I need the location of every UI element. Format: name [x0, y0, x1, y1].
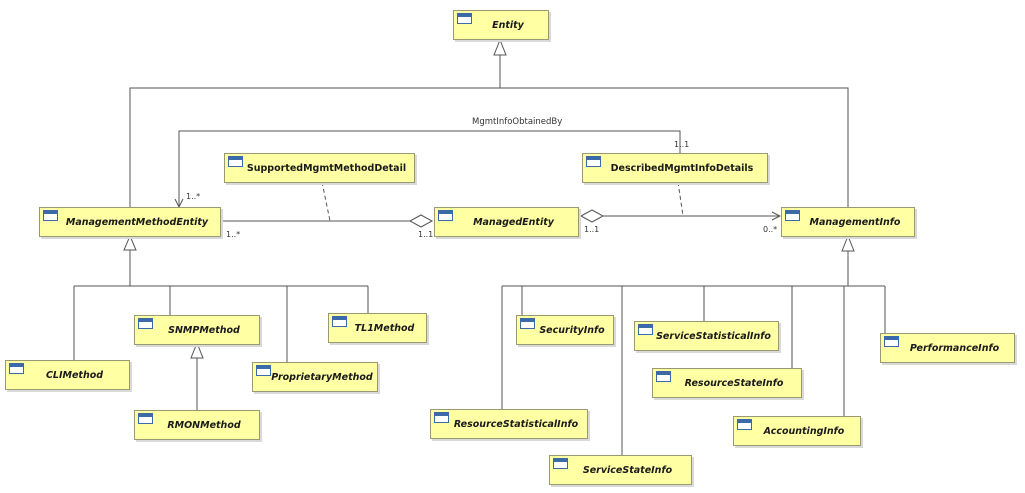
multiplicity-info-end: 0..*: [763, 225, 778, 234]
supported-mgmt-method-detail-link: [321, 181, 331, 222]
class-entity[interactable]: Entity: [453, 10, 549, 40]
class-name: CLIMethod: [45, 369, 104, 381]
class-icon: [43, 210, 58, 221]
class-security-info[interactable]: SecurityInfo: [516, 315, 614, 345]
generalization-arrowhead-info: [841, 234, 855, 252]
class-name: ServiceStateInfo: [582, 464, 673, 476]
class-managed-entity[interactable]: ManagedEntity: [434, 207, 579, 237]
class-icon: [737, 419, 752, 430]
multiplicity-managed-left: 1..1: [418, 230, 434, 239]
class-performance-info[interactable]: PerformanceInfo: [880, 333, 1015, 363]
class-rmon-method[interactable]: RMONMethod: [134, 410, 260, 440]
class-name: PerformanceInfo: [909, 342, 1000, 354]
class-proprietary-method[interactable]: ProprietaryMethod: [252, 362, 378, 392]
multiplicity-method-end: 1..*: [226, 230, 241, 239]
class-service-state-info[interactable]: ServiceStateInfo: [549, 455, 692, 485]
class-supported-mgmt-method-detail[interactable]: SupportedMgmtMethodDetail: [224, 153, 415, 183]
class-tl1-method[interactable]: TL1Method: [328, 313, 427, 343]
class-icon: [138, 413, 153, 424]
aggregation-diamond-right: [579, 209, 605, 223]
class-icon: [138, 318, 153, 329]
class-icon: [520, 318, 535, 329]
class-name: AccountingInfo: [763, 425, 845, 437]
class-name: SNMPMethod: [168, 324, 240, 336]
class-cli-method[interactable]: CLIMethod: [5, 360, 130, 390]
class-icon: [638, 324, 653, 335]
class-icon: [553, 458, 568, 469]
class-name: DescribedMgmtInfoDetails: [610, 162, 754, 174]
generalization-arrowhead-entity: [493, 38, 507, 56]
class-icon: [256, 365, 271, 376]
class-accounting-info[interactable]: AccountingInfo: [733, 416, 861, 446]
class-management-info[interactable]: ManagementInfo: [781, 207, 915, 237]
generalization-to-entity[interactable]: [129, 87, 849, 207]
class-icon: [438, 210, 453, 221]
class-icon: [884, 336, 899, 347]
class-icon: [228, 156, 243, 167]
class-management-method-entity[interactable]: ManagementMethodEntity: [39, 207, 221, 237]
class-icon: [586, 156, 601, 167]
class-name: SecurityInfo: [539, 324, 605, 336]
class-name: ResourceStateInfo: [684, 377, 784, 389]
class-resource-statistical-info[interactable]: ResourceStatisticalInfo: [430, 409, 588, 439]
generalization-arrowhead-method: [123, 234, 137, 251]
multiplicity-obtained-by-target: 1..*: [186, 192, 201, 201]
class-icon: [332, 316, 347, 327]
generalization-arrowhead-snmp: [190, 341, 204, 359]
class-described-mgmt-info-details[interactable]: DescribedMgmtInfoDetails: [582, 153, 768, 183]
multiplicity-obtained-by-source: 1..1: [674, 140, 690, 149]
class-name: SupportedMgmtMethodDetail: [246, 162, 407, 174]
class-icon: [656, 371, 671, 382]
class-name: ResourceStatisticalInfo: [453, 418, 579, 430]
class-name: TL1Method: [354, 322, 415, 334]
class-resource-state-info[interactable]: ResourceStateInfo: [652, 368, 802, 398]
class-snmp-method[interactable]: SNMPMethod: [134, 315, 260, 345]
class-name: ProprietaryMethod: [271, 371, 373, 383]
class-service-statistical-info[interactable]: ServiceStatisticalInfo: [634, 321, 779, 351]
class-icon: [9, 363, 24, 374]
association-name-label: MgmtInfoObtainedBy: [472, 117, 563, 127]
class-name: Entity: [492, 19, 524, 31]
class-icon: [785, 210, 800, 221]
mgmt-info-obtained-by-association[interactable]: [179, 130, 680, 207]
aggregation-diamond-left: [408, 214, 434, 228]
class-name: ManagementInfo: [809, 216, 901, 228]
class-icon: [457, 13, 472, 24]
class-name: ManagementMethodEntity: [65, 216, 209, 228]
class-name: ManagedEntity: [473, 216, 554, 228]
class-name: ServiceStatisticalInfo: [656, 330, 771, 342]
multiplicity-managed-right: 1..1: [584, 225, 600, 234]
class-name: RMONMethod: [167, 419, 241, 431]
class-icon: [434, 412, 449, 423]
described-mgmt-info-details-link: [677, 181, 684, 217]
